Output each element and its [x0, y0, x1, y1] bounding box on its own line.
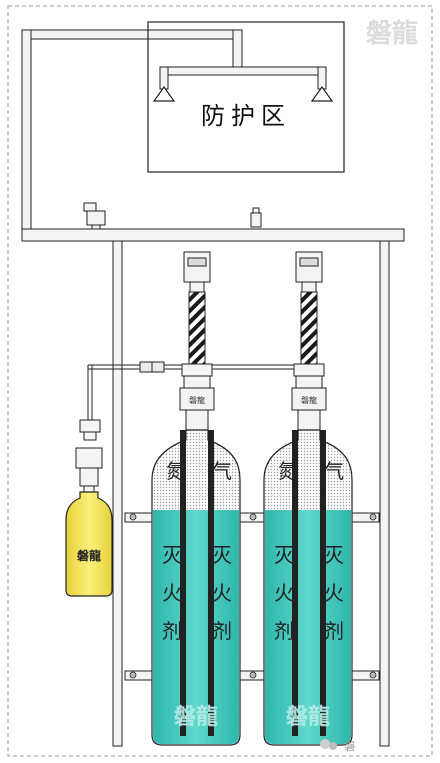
- solenoid-actuator-icon: [75, 447, 103, 469]
- agent-fill-2: [265, 510, 351, 744]
- pilot-cylinder: 磐龍: [65, 419, 113, 597]
- top-watermark: 磐龍: [366, 18, 418, 49]
- gas-label-right-2: 气: [324, 459, 344, 483]
- hose-1: [183, 251, 211, 365]
- agent-label-right-2-c: 剂: [324, 619, 344, 643]
- protection-zone: [147, 21, 345, 173]
- cylinder-valve-2: 磐龍: [291, 363, 327, 431]
- agent-label-left-1-c: 剂: [162, 619, 182, 643]
- cylinder-valve-1: 磐龍: [179, 363, 215, 431]
- pressure-switch-icon: [83, 202, 106, 230]
- gas-label-left-1: 氮: [166, 459, 186, 483]
- gas-label-left-2: 氮: [278, 459, 298, 483]
- outer-dashed-border: [7, 5, 433, 757]
- corner-watermark: 磐: [345, 739, 356, 753]
- hose-2: [295, 251, 323, 365]
- agent-label-right-2-b: 火: [324, 581, 344, 605]
- agent-label-left-2-a: 灭: [274, 543, 294, 567]
- agent-label-right-2-a: 灭: [324, 543, 344, 567]
- protection-zone-label: 防护区: [201, 102, 291, 130]
- safety-valve-icon: [250, 207, 262, 228]
- agent-label-left-1-a: 灭: [162, 543, 182, 567]
- rack-clamp-bolts: [129, 513, 377, 679]
- bottom-watermark-1: 磐龍: [174, 704, 218, 730]
- manifold-piping: [21, 29, 405, 242]
- agent-label-left-1-b: 火: [162, 581, 182, 605]
- agent-label-right-1-b: 火: [212, 581, 232, 605]
- nozzle-left-icon: [152, 85, 176, 102]
- agent-label-right-1-c: 剂: [212, 619, 232, 643]
- agent-label-left-2-c: 剂: [274, 619, 294, 643]
- agent-cylinder-1: 磐龍 氮 气 灭 火 剂 灭 火 剂: [151, 251, 241, 746]
- valve-mark-2: 磐龍: [301, 395, 317, 405]
- pilot-line-fittings: [139, 361, 165, 373]
- valve-mark-1: 磐龍: [189, 395, 205, 405]
- gas-label-right-1: 气: [212, 459, 232, 483]
- agent-cylinder-2: 磐龍 氮 气 灭 火 剂 灭 火 剂: [263, 251, 353, 746]
- agent-label-left-2-b: 火: [274, 581, 294, 605]
- bottom-watermark-2: 磐龍: [286, 704, 330, 730]
- wechat-watermark-icon: [320, 739, 337, 750]
- pilot-cylinder-label: 磐龍: [77, 548, 101, 563]
- agent-label-right-1-a: 灭: [212, 543, 232, 567]
- agent-fill-1: [153, 510, 239, 744]
- nozzle-right-icon: [310, 85, 334, 102]
